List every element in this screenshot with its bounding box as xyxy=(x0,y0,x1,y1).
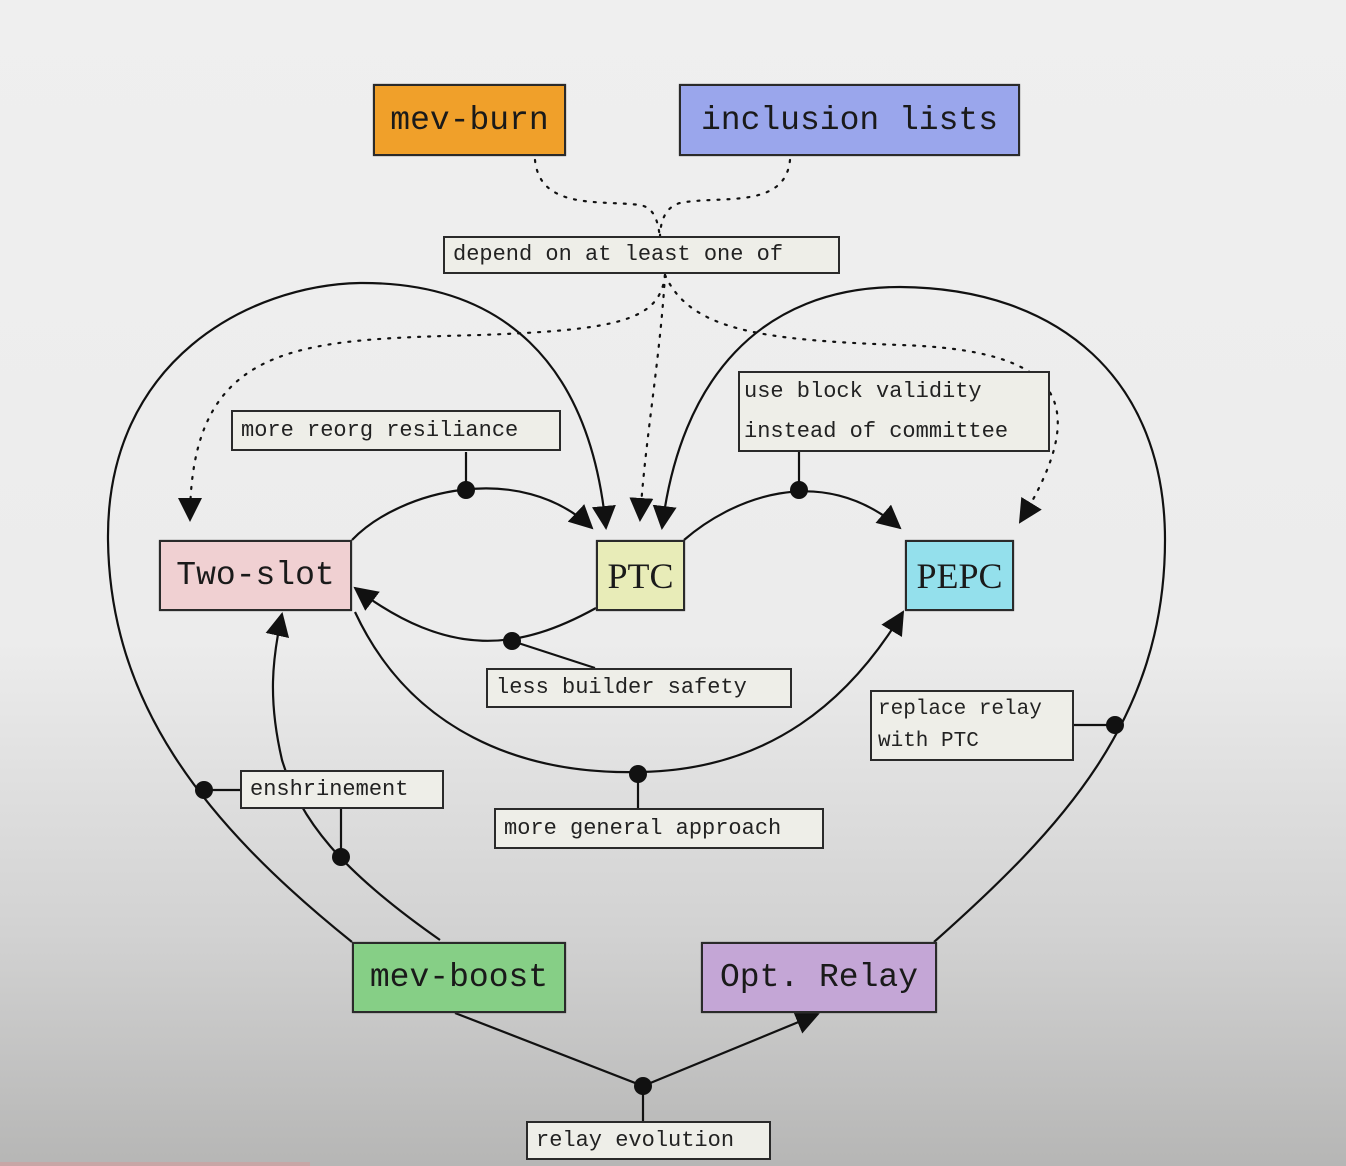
edge-inclusion-depend xyxy=(658,158,792,240)
edge-mevburn-depend xyxy=(533,158,662,240)
label-block-validity-line2: instead of committee xyxy=(744,418,1009,444)
node-inclusion-lists: inclusion lists xyxy=(679,84,1020,156)
node-opt-relay: Opt. Relay xyxy=(701,942,937,1013)
node-mev-burn: mev-burn xyxy=(373,84,566,156)
label-block-validity-line1: use block validity xyxy=(744,378,982,404)
junction-block-validity xyxy=(790,481,808,499)
junction-enshrinement-left xyxy=(195,781,213,799)
node-mev-boost: mev-boost xyxy=(352,942,566,1013)
video-progress-bar xyxy=(0,1162,310,1166)
label-replace-relay-line1: replace relay xyxy=(878,697,1042,721)
node-pepc: PEPC xyxy=(905,540,1014,611)
label-replace-relay: replace relay with PTC xyxy=(870,690,1074,761)
edge-optrelay-ptc xyxy=(652,285,1167,943)
label-relay-evolution: relay evolution xyxy=(526,1121,771,1160)
label-builder-safety-text: less builder safety xyxy=(496,675,747,700)
label-general-text: more general approach xyxy=(504,815,782,841)
label-depend-text: depend on at least one of xyxy=(453,242,784,267)
junction-reorg xyxy=(457,481,475,499)
label-depend: depend on at least one of xyxy=(443,236,840,274)
label-enshrinement-text: enshrinement xyxy=(250,776,409,802)
junction-builder-safety xyxy=(503,632,521,650)
edge-mevboost-twoslot xyxy=(265,612,441,941)
label-relay-evolution-text: relay evolution xyxy=(536,1127,735,1153)
edge-depend-ptc xyxy=(629,273,667,522)
label-reorg: more reorg resiliance xyxy=(231,410,561,451)
label-general: more general approach xyxy=(494,808,824,849)
edge-ptc-twoslot xyxy=(353,586,597,642)
edge-ptc-pepc xyxy=(683,490,902,541)
junction-relay-evolution xyxy=(634,1077,652,1095)
edge-depend-twoslot xyxy=(178,273,667,522)
connector-builder-safety xyxy=(511,639,596,670)
node-two-slot: Two-slot xyxy=(159,540,352,611)
label-builder-safety: less builder safety xyxy=(486,668,792,708)
node-ptc: PTC xyxy=(596,540,685,611)
label-reorg-text: more reorg resiliance xyxy=(241,417,519,443)
junction-replace-relay xyxy=(1106,716,1124,734)
label-replace-relay-line2: with PTC xyxy=(878,729,979,753)
label-enshrinement: enshrinement xyxy=(240,770,444,809)
edge-depend-pepc xyxy=(663,273,1059,524)
edge-mevboost-ptc xyxy=(106,281,616,943)
junction-enshrinement-bottom xyxy=(332,848,350,866)
label-block-validity: use block validity instead of committee xyxy=(738,371,1050,452)
edge-mevboost-relayevolution xyxy=(454,1011,644,1088)
edge-relayevolution-optrelay xyxy=(642,1011,820,1088)
junction-general xyxy=(629,765,647,783)
